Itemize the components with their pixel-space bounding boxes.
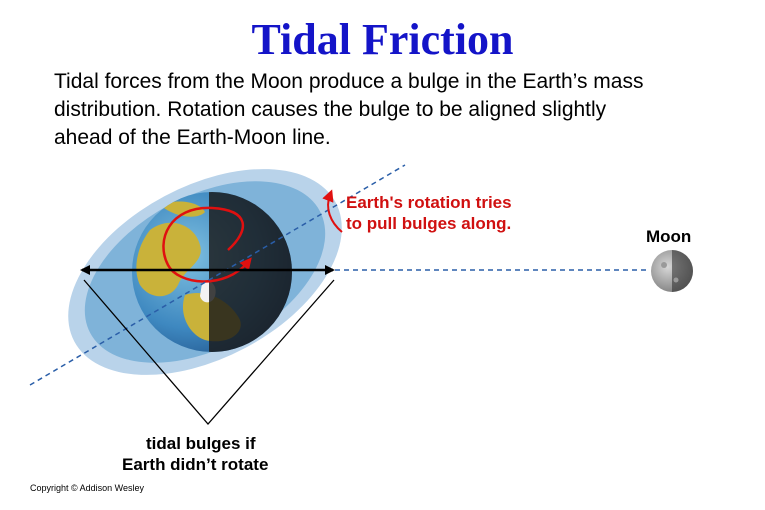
rotation-arrow [162,206,252,283]
moon [651,250,693,292]
bulge-axis-line [29,164,406,386]
copyright-notice: Copyright © Addison Wesley [30,483,145,493]
moon-label: Moon [646,227,691,246]
page-title: Tidal Friction [251,15,514,64]
rotation-note-line-1: Earth's rotation tries [346,193,512,212]
rotation-note-arrow [322,189,343,233]
rotation-note-line-2: to pull bulges along. [346,214,511,233]
bulge-pointer-lines [83,279,335,425]
description-line-2: distribution. Rotation causes the bulge … [54,98,607,121]
bulge-note-line-2: Earth didn’t rotate [122,455,268,474]
description-line-1: Tidal forces from the Moon produce a bul… [54,70,644,93]
description-line-3: ahead of the Earth-Moon line. [54,126,331,149]
continent-shape [136,222,201,297]
description-text: Tidal forces from the Moon produce a bul… [54,68,754,152]
bulge-note-line-1: tidal bulges if [146,434,256,453]
